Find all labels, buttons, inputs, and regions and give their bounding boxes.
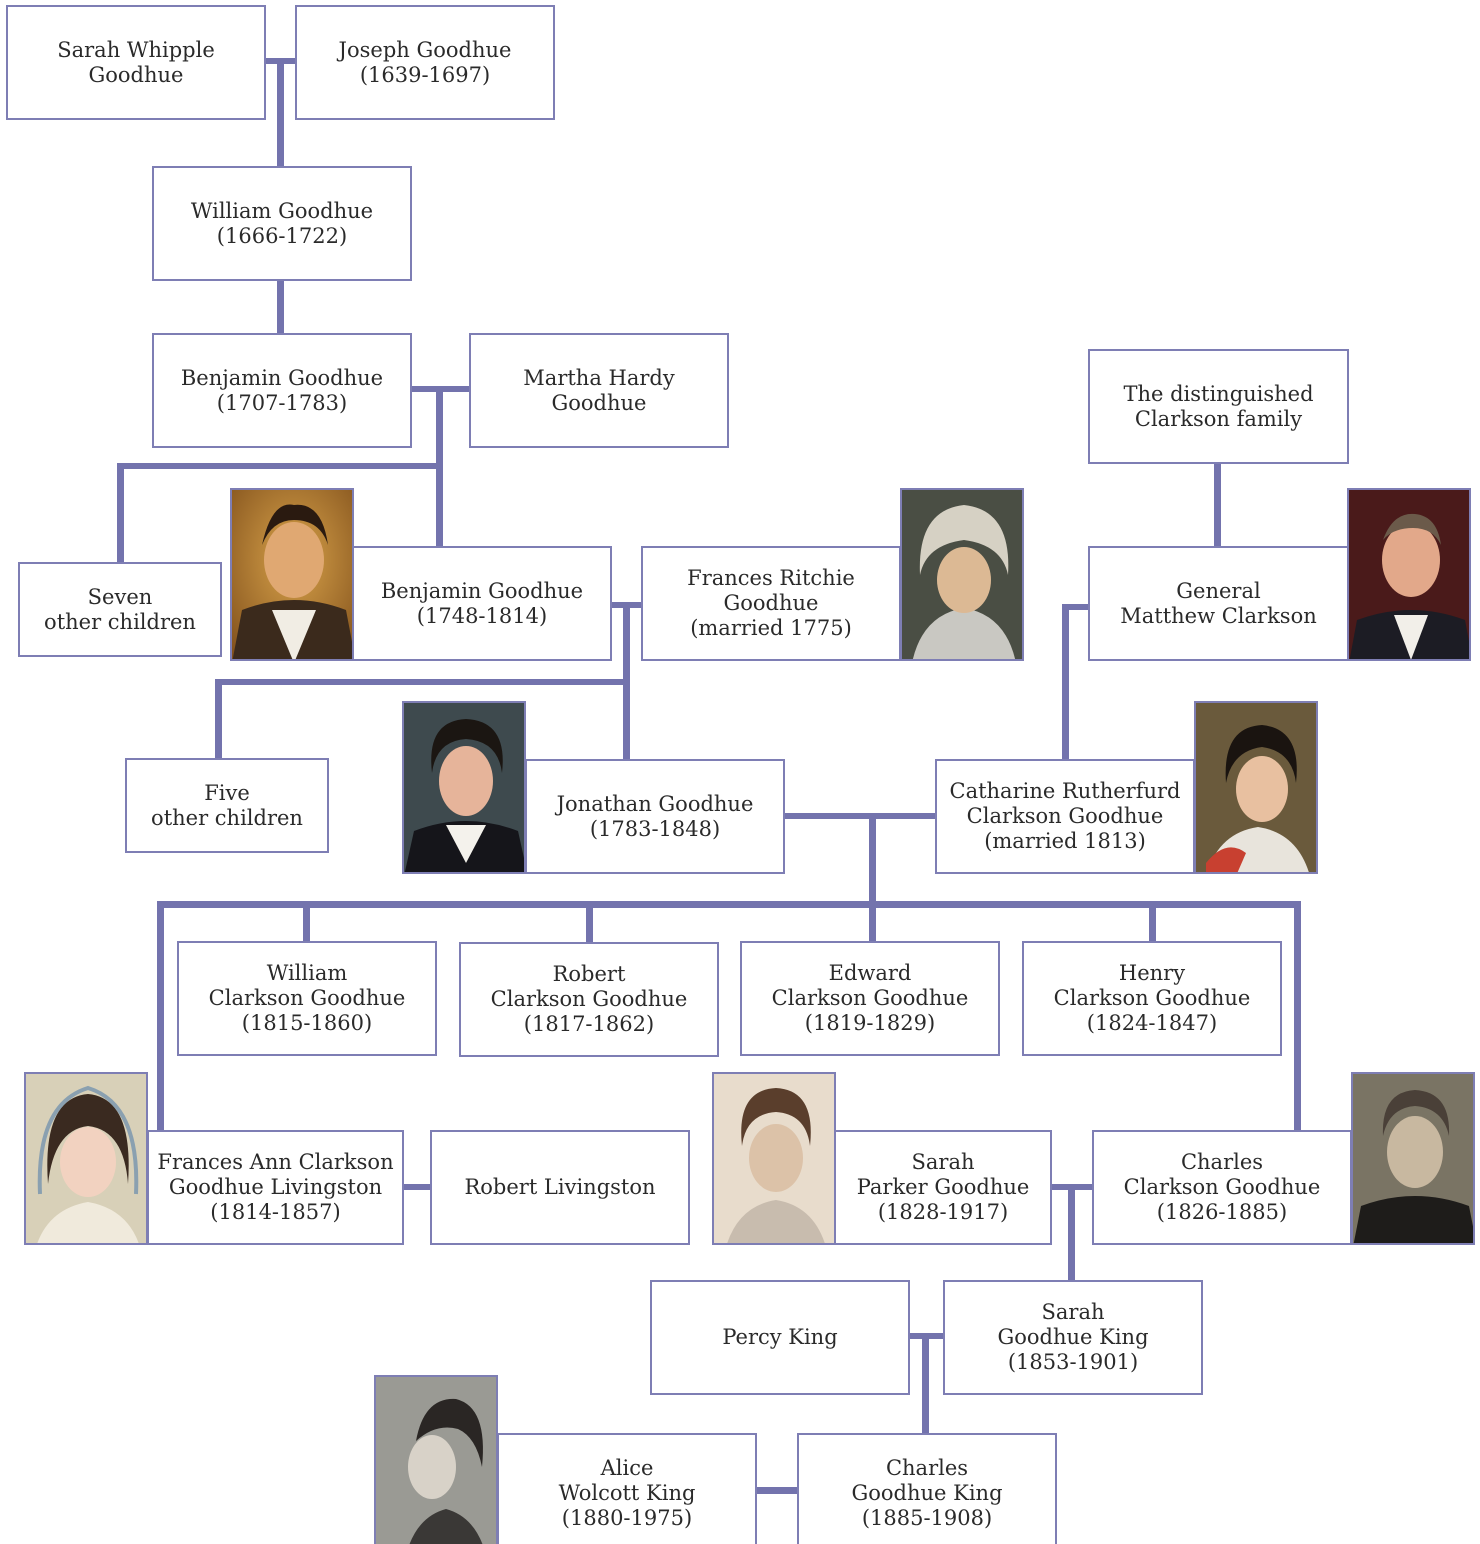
person-name: Joseph Goodhue (1639-1697) [338,37,512,87]
person-general-matthew-clarkson: General Matthew Clarkson [1088,546,1349,661]
person-name: General Matthew Clarkson [1120,578,1317,628]
person-name: Sarah Goodhue King (1853-1901) [997,1300,1149,1374]
connector [1214,463,1221,546]
connector [586,901,593,943]
person-benjamin-goodhue-1748: Benjamin Goodhue (1748-1814) [352,546,612,661]
portrait-sarah-parker-goodhue [712,1072,836,1245]
person-benjamin-goodhue-1707: Benjamin Goodhue (1707-1783) [152,333,412,448]
person-henry-clarkson-goodhue: Henry Clarkson Goodhue (1824-1847) [1022,941,1282,1056]
person-name: Martha Hardy Goodhue [523,365,675,415]
clarkson-family-box: The distinguished Clarkson family [1088,349,1349,464]
person-name: Sarah Whipple Goodhue [57,37,215,87]
person-name: Seven other children [44,584,196,634]
connector [215,679,222,759]
connector [1062,604,1090,610]
connector [277,280,284,334]
connector [117,463,443,469]
connector [1062,604,1069,759]
person-name: Catharine Rutherfurd Clarkson Goodhue (m… [949,779,1181,853]
person-name: Benjamin Goodhue (1707-1783) [180,365,384,415]
person-name: Frances Ritchie Goodhue (married 1775) [687,566,855,640]
person-name: Five other children [151,780,303,830]
portrait-frances-ann-clarkson-goodhue-livingston [24,1072,148,1245]
person-name: William Goodhue (1666-1722) [190,198,374,248]
person-percy-king: Percy King [650,1280,910,1395]
portrait-catharine-clarkson-goodhue [1194,701,1318,874]
person-name: Frances Ann Clarkson Goodhue Livingston … [157,1150,394,1224]
person-robert-livingston: Robert Livingston [430,1130,690,1245]
portrait-charles-clarkson-goodhue [1351,1072,1475,1245]
seven-other-children-box: Seven other children [18,562,222,657]
connector [869,813,876,942]
portrait-alice-wolcott-king [374,1375,498,1544]
portrait-general-matthew-clarkson [1347,488,1471,661]
person-name: Alice Wolcott King (1880-1975) [558,1455,696,1530]
person-edward-clarkson-goodhue: Edward Clarkson Goodhue (1819-1829) [740,941,1000,1056]
person-name: Charles Clarkson Goodhue (1826-1885) [1123,1150,1321,1224]
connector [303,901,310,942]
person-robert-clarkson-goodhue: Robert Clarkson Goodhue (1817-1862) [459,942,719,1057]
portrait-frances-ritchie-goodhue [900,488,1024,661]
connector [922,1333,929,1434]
person-frances-ann-clarkson-goodhue-livingston: Frances Ann Clarkson Goodhue Livingston … [147,1130,404,1245]
person-name: Percy King [722,1325,838,1349]
person-sarah-whipple-goodhue: Sarah Whipple Goodhue [6,5,266,120]
connector [277,58,284,166]
person-name: Edward Clarkson Goodhue (1819-1829) [771,961,969,1035]
person-sarah-parker-goodhue: Sarah Parker Goodhue (1828-1917) [834,1130,1052,1245]
portrait-jonathan-goodhue [402,701,526,874]
person-alice-wolcott-king: Alice Wolcott King (1880-1975) [497,1433,757,1544]
person-charles-clarkson-goodhue: Charles Clarkson Goodhue (1826-1885) [1092,1130,1352,1245]
connector [1149,901,1156,942]
portrait-benjamin-goodhue-1748 [230,488,354,661]
person-name: Henry Clarkson Goodhue (1824-1847) [1053,961,1251,1035]
connector [784,813,936,819]
person-charles-goodhue-king: Charles Goodhue King (1885-1908) [797,1433,1057,1544]
person-frances-ritchie-goodhue: Frances Ritchie Goodhue (married 1775) [641,546,901,661]
connector [157,901,1301,908]
person-william-clarkson-goodhue: William Clarkson Goodhue (1815-1860) [177,941,437,1056]
person-name: Jonathan Goodhue (1783-1848) [556,791,754,841]
connector [1068,1184,1075,1281]
person-jonathan-goodhue: Jonathan Goodhue (1783-1848) [525,759,785,874]
person-name: William Clarkson Goodhue (1815-1860) [208,961,406,1035]
person-sarah-goodhue-king: Sarah Goodhue King (1853-1901) [943,1280,1203,1395]
person-name: Benjamin Goodhue (1748-1814) [380,578,584,628]
person-joseph-goodhue: Joseph Goodhue (1639-1697) [295,5,555,120]
person-william-goodhue-1666: William Goodhue (1666-1722) [152,166,412,281]
person-name: Charles Goodhue King (1885-1908) [851,1455,1003,1530]
person-catharine-rutherfurd-clarkson-goodhue: Catharine Rutherfurd Clarkson Goodhue (m… [935,759,1195,874]
five-other-children-box: Five other children [125,758,329,853]
person-name: The distinguished Clarkson family [1123,381,1314,431]
person-martha-hardy-goodhue: Martha Hardy Goodhue [469,333,729,448]
connector [215,679,630,685]
connector [403,1184,431,1190]
person-name: Robert Livingston [464,1175,656,1199]
person-name: Sarah Parker Goodhue (1828-1917) [856,1150,1030,1224]
person-name: Robert Clarkson Goodhue (1817-1862) [490,962,688,1036]
connector [117,463,124,563]
connector [1294,901,1301,1130]
connector [756,1487,798,1494]
connector [157,901,164,1130]
